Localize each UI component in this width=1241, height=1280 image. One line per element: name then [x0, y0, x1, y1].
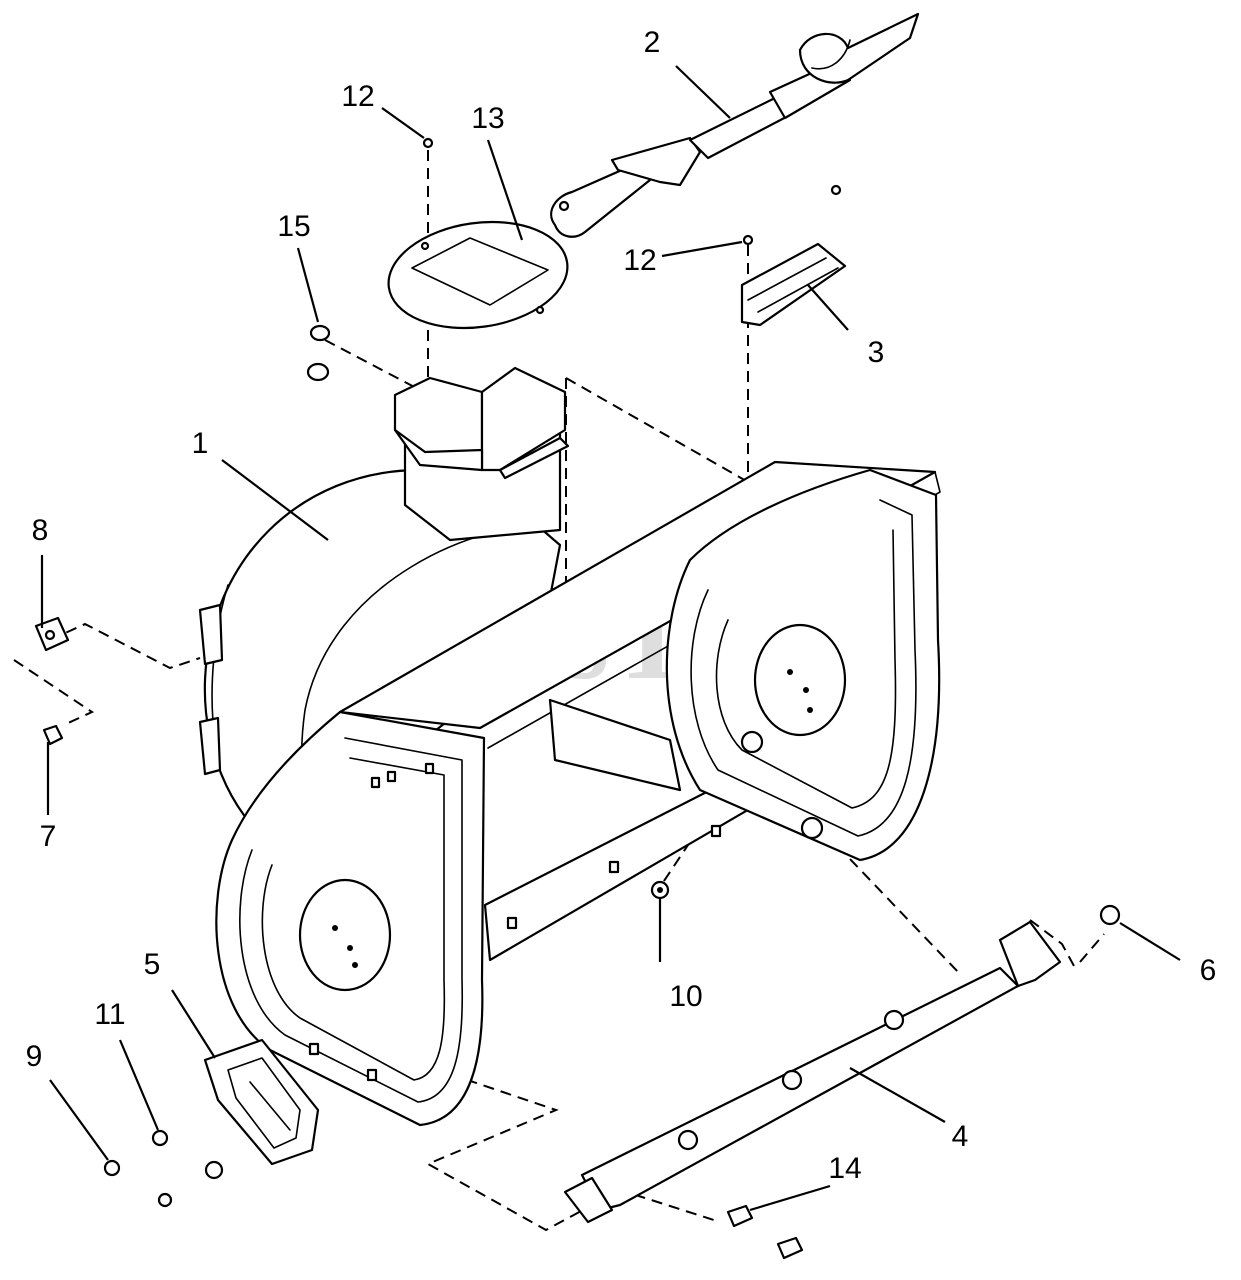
skid-shoe: [203, 1038, 320, 1166]
chute-bracket: [740, 242, 847, 327]
callout-4: 4: [952, 1120, 969, 1153]
callout-11: 11: [94, 998, 125, 1031]
auger-housing: [198, 366, 941, 1127]
leader-lines: [40, 65, 1181, 1212]
callout-9: 9: [26, 1040, 43, 1073]
callout-labels: 1 2 3 4 5 6 7 8 9 10 11 12 12 13 14 15: [26, 26, 1217, 1185]
callout-10: 10: [669, 980, 702, 1013]
callout-1: 1: [192, 427, 209, 460]
callout-15: 15: [277, 210, 310, 243]
callout-5: 5: [144, 948, 161, 981]
hardware: [34, 137, 1121, 1260]
chute-flange: [387, 220, 569, 330]
scraper-bar: [563, 920, 1062, 1224]
callout-14: 14: [828, 1152, 861, 1185]
callout-12-right: 12: [623, 244, 656, 277]
callout-2: 2: [644, 26, 661, 59]
callout-12-top: 12: [341, 80, 374, 113]
callout-8: 8: [32, 514, 49, 547]
callout-3: 3: [868, 336, 885, 369]
callout-6: 6: [1200, 954, 1217, 987]
callout-7: 7: [40, 820, 57, 853]
callout-13: 13: [471, 102, 504, 135]
chute-crank: [550, 12, 920, 238]
